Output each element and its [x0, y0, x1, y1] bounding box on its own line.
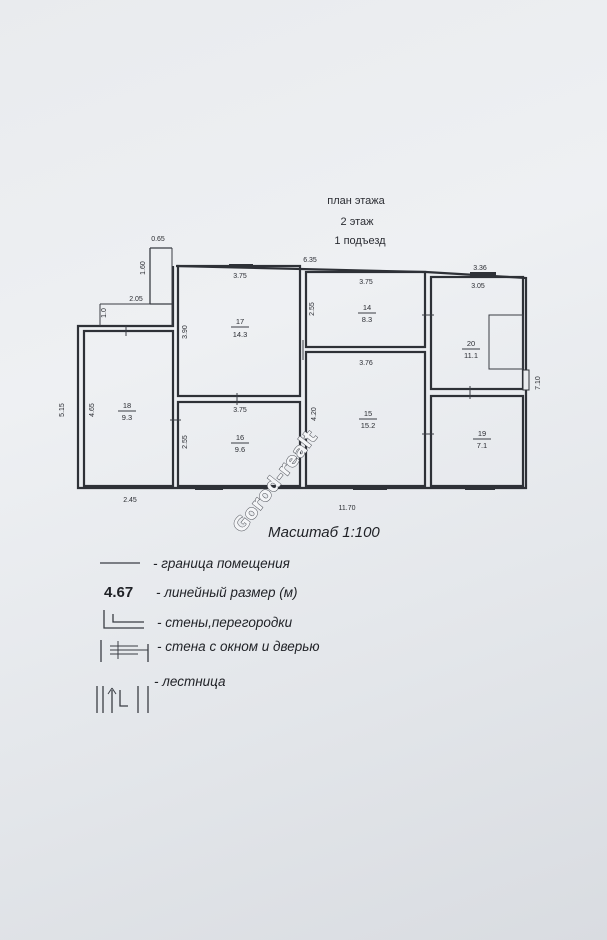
room-18-label: 18 9.3 [118, 401, 136, 422]
room-14-area: 8.3 [362, 315, 372, 324]
floor-label: 2 этаж [341, 216, 375, 228]
legend-stairs-text: - лестница [154, 674, 226, 689]
room-17-area: 14.3 [233, 330, 248, 339]
room-20-number: 20 [467, 339, 475, 348]
room-19-number: 19 [478, 429, 486, 438]
dimensions: 0.65 1.60 6.35 3.36 2.05 1.0 5.15 4.65 2… [59, 236, 542, 512]
dim-top-total: 6.35 [303, 257, 317, 264]
legend-window-door-symbol [100, 640, 149, 662]
door-marks [125, 314, 471, 435]
room-20-walls [429, 275, 525, 391]
dim-left-inner: 4.65 [89, 403, 96, 417]
dim-r16-height: 2.55 [182, 435, 189, 449]
dim-r15-width: 3.76 [359, 360, 373, 367]
dim-r14-height: 2.55 [309, 302, 316, 316]
dim-r17-width: 3.75 [233, 273, 247, 280]
dim-r20-width: 3.05 [471, 283, 485, 290]
legend-linear-text: - линейный размер (м) [156, 585, 298, 600]
room-20-niche [488, 314, 524, 370]
room-17-label: 17 14.3 [231, 317, 249, 339]
dim-left-step: 2.05 [129, 296, 143, 303]
window-marks [195, 264, 530, 490]
legend-window-door-text: - стена с окном и дверью [157, 639, 320, 654]
stair [99, 247, 173, 326]
legend-walls-text: - стены,перегородки [157, 615, 293, 630]
legend-walls-symbol [103, 610, 144, 629]
legend-room-border-text: - граница помещения [153, 556, 290, 571]
dim-bottom-left: 2.45 [123, 497, 137, 504]
dim-r17-height: 3.90 [182, 325, 189, 339]
legend-linear-value: 4.67 [104, 584, 133, 601]
dim-stair-top: 0.65 [151, 236, 165, 243]
room-19-area: 7.1 [477, 441, 487, 450]
legend: - граница помещения 4.67 - линейный разм… [96, 556, 320, 713]
dim-r15-height: 4.20 [311, 407, 318, 421]
dim-left-small: 1.0 [101, 308, 108, 318]
room-20-area: 11.1 [464, 351, 478, 360]
room-19-label: 19 7.1 [473, 429, 491, 450]
plan-title: план этажа [327, 195, 385, 207]
room-15-number: 15 [364, 409, 372, 418]
dim-stair-side: 1.60 [140, 261, 147, 275]
room-16-area: 9.6 [235, 445, 245, 454]
room-14-walls [304, 270, 427, 349]
room-16-number: 16 [236, 433, 244, 442]
room-14-label: 14 8.3 [358, 303, 376, 324]
outer-walls [76, 264, 528, 490]
dim-r16-width: 3.75 [233, 407, 247, 414]
room-16-walls [176, 400, 302, 488]
room-17-number: 17 [236, 317, 244, 326]
room-16-label: 16 9.6 [231, 433, 249, 454]
room-20-label: 20 11.1 [462, 339, 480, 360]
legend-stairs-symbol [96, 686, 149, 713]
scale-label: Масштаб 1:100 [268, 524, 380, 541]
floor-plan [76, 247, 530, 490]
dim-left-outer: 5.15 [59, 403, 66, 417]
entrance-label: 1 подъезд [334, 235, 386, 247]
room-18-number: 18 [123, 401, 131, 410]
dim-top-right: 3.36 [473, 265, 487, 272]
room-18-area: 9.3 [122, 413, 132, 422]
dim-bottom-total: 11.70 [339, 505, 356, 512]
dim-r14-width: 3.75 [359, 279, 373, 286]
dim-right-total: 7.10 [535, 376, 542, 390]
room-14-number: 14 [363, 303, 371, 312]
room-15-label: 15 15.2 [359, 409, 377, 430]
room-18-walls [82, 329, 175, 488]
room-labels: 17 14.3 14 8.3 20 11.1 18 9.3 16 9.6 15 … [118, 303, 491, 454]
room-15-area: 15.2 [361, 421, 376, 430]
